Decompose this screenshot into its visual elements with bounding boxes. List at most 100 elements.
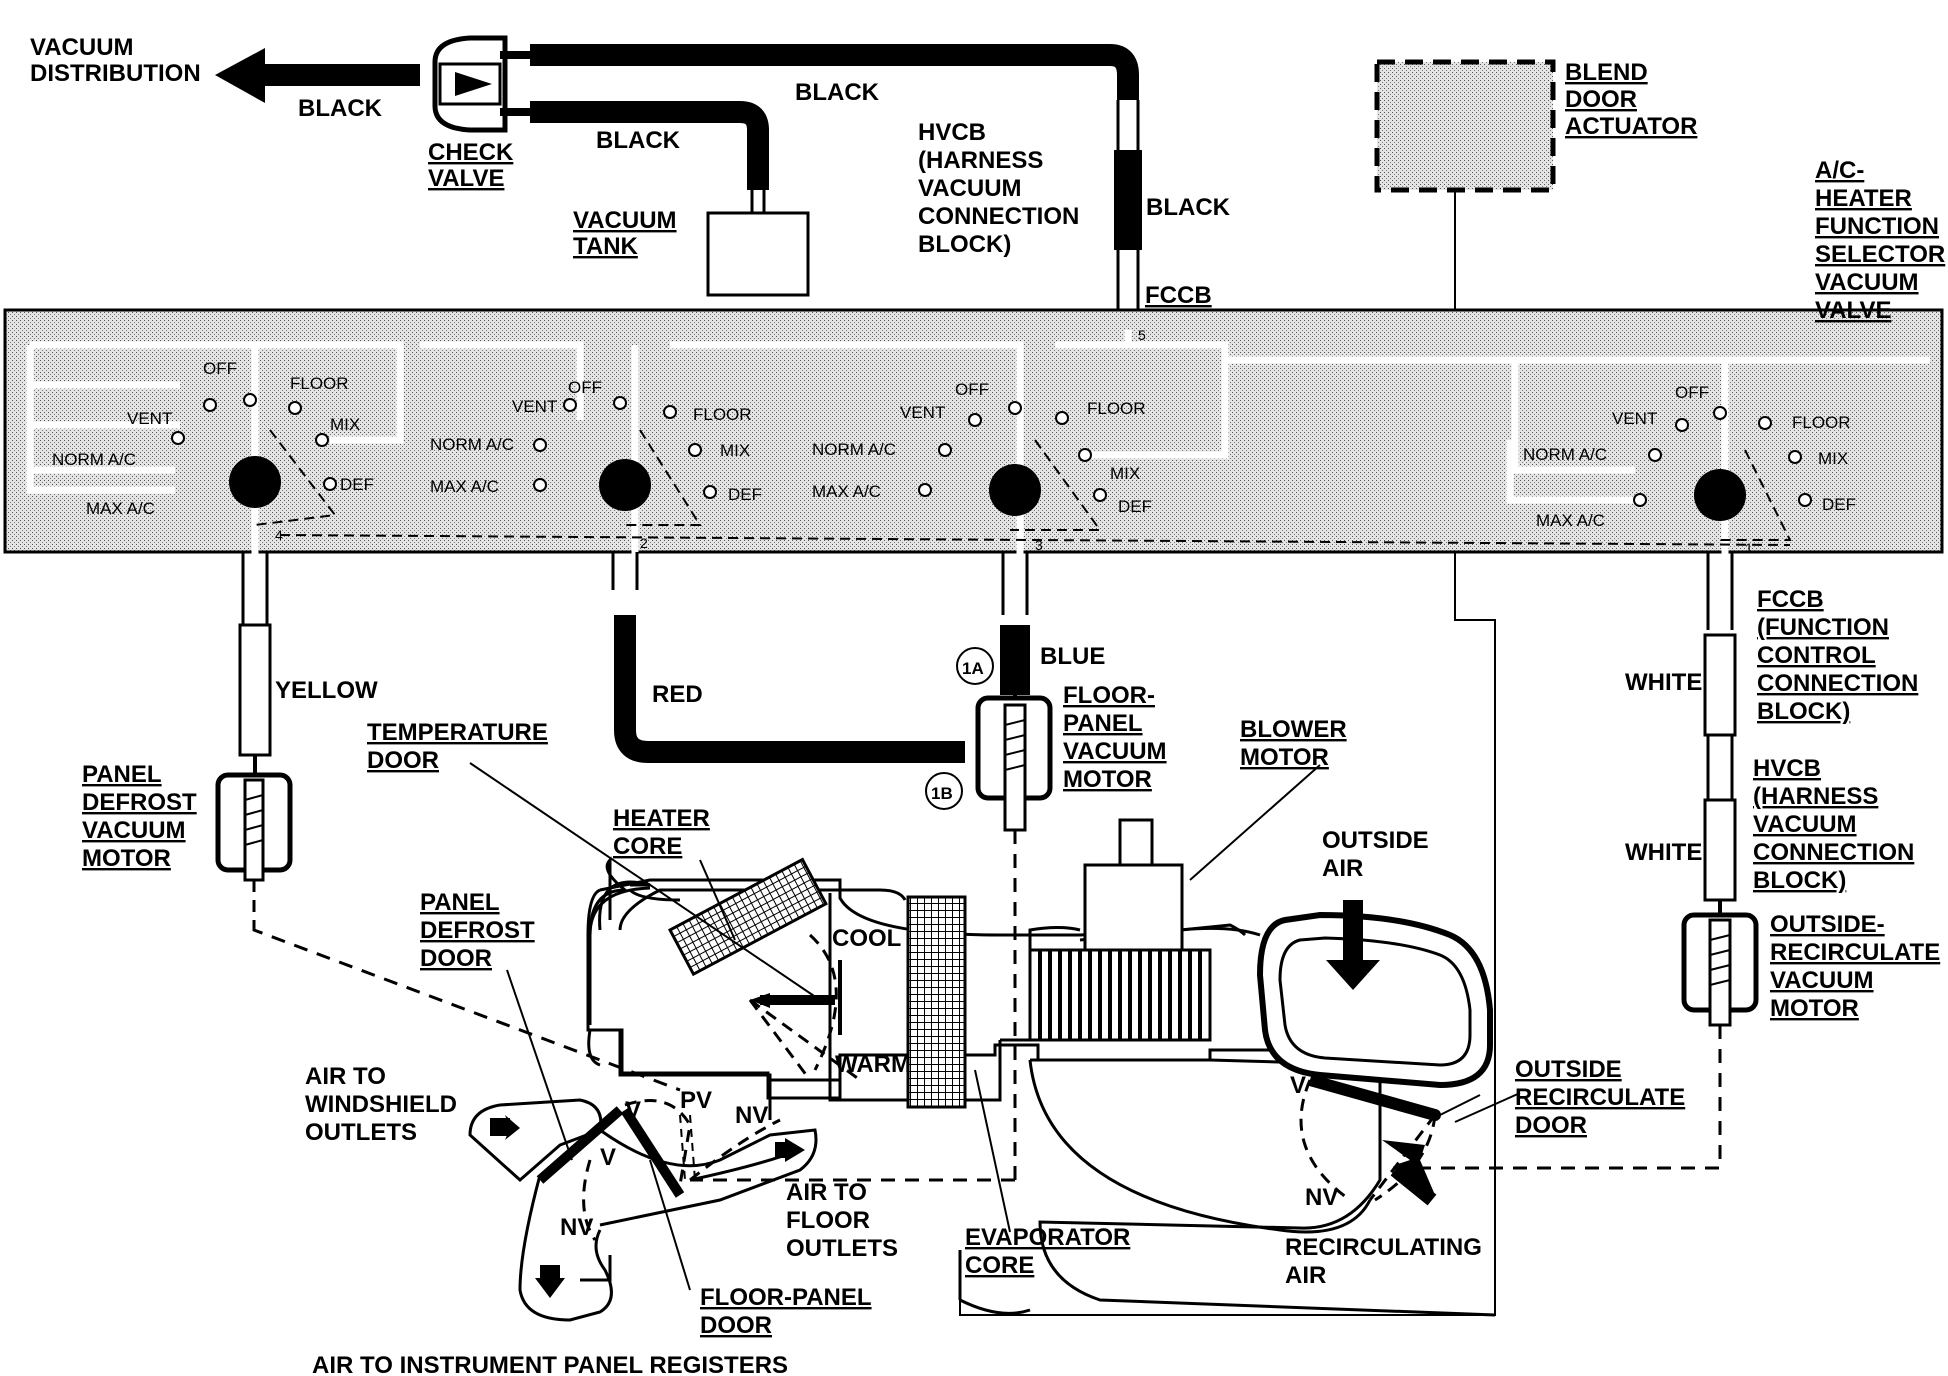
sw-def-1: DEF bbox=[1822, 495, 1856, 514]
port-1b-marker bbox=[925, 772, 963, 810]
outside-air-inlet bbox=[1256, 900, 1493, 1089]
outside-recirculate-door bbox=[1308, 1074, 1437, 1121]
blower-motor bbox=[1028, 818, 1212, 1042]
floor-air-arrow bbox=[785, 1138, 805, 1162]
sw-off-1: OFF bbox=[1675, 383, 1709, 402]
switch-group-1: OFF VENT FLOOR NORM A/C MIX MAX A/C DEF bbox=[1523, 383, 1856, 530]
switch-group-2: OFF VENT FLOOR NORM A/C MIX MAX A/C DEF bbox=[430, 378, 762, 504]
defrost-linkage bbox=[252, 925, 681, 1092]
sw-max-3: MAX A/C bbox=[812, 482, 881, 501]
hvcb-top-connector bbox=[1114, 100, 1142, 330]
label-blue: BLUE bbox=[1040, 643, 1105, 670]
label-nv-left: NV bbox=[735, 1102, 768, 1129]
sw-mix-2: MIX bbox=[720, 441, 750, 460]
leader-lines bbox=[469, 762, 1521, 1291]
sw-mix-4: MIX bbox=[330, 415, 360, 434]
floor-panel-vacuum-motor bbox=[690, 695, 1053, 1182]
port-number-2: 2 bbox=[640, 535, 648, 551]
valve-rotor-4 bbox=[229, 456, 281, 508]
label-v-right: V bbox=[1290, 1072, 1306, 1099]
housing-outline bbox=[586, 888, 1496, 1317]
sw-floor-1: FLOOR bbox=[1792, 413, 1851, 432]
valve-rotor-1 bbox=[1694, 469, 1746, 521]
selector-vacuum-valve bbox=[3, 308, 1944, 554]
port-number-1: 1 bbox=[1745, 540, 1753, 556]
port-number-4: 4 bbox=[275, 527, 283, 543]
label-black-hvcb: BLACK bbox=[1146, 194, 1231, 221]
label-air-to-registers: AIR TO INSTRUMENT PANEL REGISTERS bbox=[312, 1352, 788, 1376]
temperature-door-swing bbox=[808, 933, 838, 1071]
port-1b-label: 1B bbox=[931, 784, 953, 803]
sw-norm-2: NORM A/C bbox=[430, 435, 514, 454]
blue-hose bbox=[1000, 552, 1030, 700]
label-yellow: YELLOW bbox=[275, 677, 378, 704]
yellow-hose bbox=[238, 552, 272, 775]
port-number-5: 5 bbox=[1138, 327, 1146, 343]
label-warm: WARM bbox=[835, 1051, 911, 1078]
sw-off-3: OFF bbox=[955, 380, 989, 399]
white-hose bbox=[1703, 552, 1737, 915]
sw-def-4: DEF bbox=[340, 475, 374, 494]
registers-air-arrow bbox=[535, 1278, 565, 1298]
switch-group-3: OFF VENT FLOOR NORM A/C MIX MAX A/C DEF bbox=[812, 380, 1152, 516]
label-white-2: WHITE bbox=[1625, 839, 1702, 866]
sw-max-2: MAX A/C bbox=[430, 477, 499, 496]
port-number-3: 3 bbox=[1035, 537, 1043, 553]
label-nv-lower: NV bbox=[560, 1214, 593, 1241]
label-black-left: BLACK bbox=[298, 95, 383, 122]
port-1a-label: 1A bbox=[962, 659, 984, 678]
sw-mix-1: MIX bbox=[1818, 449, 1848, 468]
black-hose-tank bbox=[530, 101, 769, 190]
label-v-inner: V bbox=[600, 1144, 616, 1171]
housing-top bbox=[599, 878, 1261, 937]
vacuum-tank bbox=[706, 211, 810, 297]
sw-norm-1: NORM A/C bbox=[1523, 445, 1607, 464]
floor-panel-door bbox=[620, 1107, 685, 1198]
outside-recirculate-vacuum-motor bbox=[1390, 912, 1759, 1170]
panel-defrost-vacuum-motor bbox=[215, 772, 293, 925]
check-valve bbox=[432, 35, 530, 133]
switch-group-4: OFF FLOOR VENT MIX NORM A/C DEF MAX A/C bbox=[52, 359, 374, 518]
panel-defrost-door bbox=[536, 1106, 624, 1184]
label-black-mid: BLACK bbox=[596, 127, 681, 154]
sw-vent-2: VENT bbox=[512, 397, 557, 416]
sw-max-1: MAX A/C bbox=[1536, 511, 1605, 530]
sw-vent-3: VENT bbox=[900, 403, 945, 422]
black-hose-top bbox=[530, 44, 1139, 100]
sw-mix-3: MIX bbox=[1110, 464, 1140, 483]
blend-door-actuator bbox=[1374, 59, 1556, 193]
valve-rotor-3 bbox=[989, 464, 1041, 516]
sw-floor-4: FLOOR bbox=[290, 374, 349, 393]
sw-vent-4: VENT bbox=[127, 409, 172, 428]
label-pv: PV bbox=[680, 1087, 712, 1114]
label-cool: COOL bbox=[832, 925, 901, 952]
valve-rotor-2 bbox=[599, 459, 651, 511]
label-red: RED bbox=[652, 681, 703, 708]
sw-norm-4: NORM A/C bbox=[52, 450, 136, 469]
sw-off-2: OFF bbox=[568, 378, 602, 397]
sw-off-4: OFF bbox=[203, 359, 237, 378]
sw-floor-3: FLOOR bbox=[1087, 399, 1146, 418]
sw-vent-1: VENT bbox=[1612, 409, 1657, 428]
